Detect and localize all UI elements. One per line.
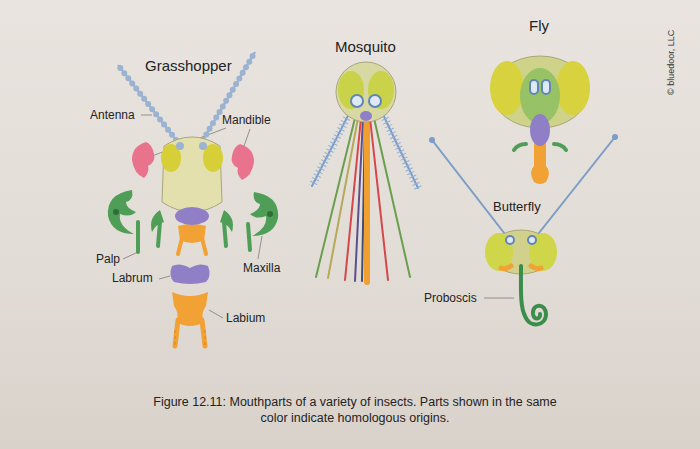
butterfly-head-shape: [529, 233, 557, 271]
fly-mouthparts-shape: [514, 144, 526, 150]
butterfly-antenna-shape: [432, 140, 508, 238]
fly-head-shape: [542, 80, 550, 94]
butterfly-head-shape: [528, 236, 536, 244]
grasshopper-labium-shape: [175, 330, 176, 346]
mosquito-head-shape: [338, 71, 364, 109]
butterfly-head-shape: [506, 236, 514, 244]
part-label: Palp: [96, 252, 120, 266]
mosquito-head-shape: [368, 71, 394, 109]
mosquito-head-shape: [360, 111, 372, 121]
grasshopper-antenna-shape: [118, 65, 176, 140]
grasshopper-maxilla-shape: [267, 211, 273, 217]
fly-mouthparts-shape: [530, 114, 550, 146]
leader-line-shape: [258, 236, 262, 259]
leader-line-shape: [123, 252, 138, 259]
butterfly-antenna-shape: [612, 134, 618, 140]
mosquito-head-shape: [336, 62, 396, 122]
butterfly-head-shape: [531, 266, 541, 269]
grasshopper-head-shape: [175, 207, 209, 225]
grasshopper-maxilla-shape: [108, 190, 136, 234]
grasshopper-labium-shape: [202, 320, 205, 346]
grasshopper-maxilla: [108, 190, 278, 252]
grasshopper-maxilla-shape: [113, 209, 119, 215]
grasshopper-head-shape: [224, 222, 226, 246]
fly-head-shape: [490, 61, 524, 115]
part-label: Maxilla: [243, 261, 280, 275]
mosquito-stylets-shape: [364, 118, 370, 282]
grasshopper-maxilla-shape: [136, 222, 140, 252]
grasshopper-head-shape: [178, 238, 182, 254]
butterfly-antenna: [429, 134, 618, 238]
insect-name: Mosquito: [335, 38, 396, 56]
grasshopper-labium-shape: [175, 320, 178, 346]
mosquito-head: [336, 62, 396, 122]
part-label: Proboscis: [424, 291, 477, 305]
fly-head-shape: [530, 80, 538, 94]
grasshopper-labrum-shape: [170, 264, 209, 284]
grasshopper-head-shape: [158, 222, 160, 246]
leader-line: [123, 115, 514, 318]
mosquito-antenna: [312, 104, 418, 188]
part-label: Labrum: [112, 271, 153, 285]
butterfly-proboscis-shape: [521, 266, 546, 324]
butterfly-head-shape: [501, 266, 511, 269]
grasshopper-head: [151, 137, 233, 254]
grasshopper-maxilla-shape: [248, 224, 250, 250]
figure-caption: Figure 12.11: Mouthparts of a variety of…: [150, 394, 560, 427]
butterfly-head-shape: [485, 233, 513, 271]
insect-name: Butterfly: [493, 199, 541, 215]
mosquito-head-shape: [351, 95, 363, 107]
grasshopper-antenna-shape: [118, 65, 176, 140]
part-label: Mandible: [222, 113, 271, 127]
grasshopper-head-shape: [202, 238, 206, 254]
leader-line-shape: [209, 310, 223, 318]
leader-line-shape: [141, 115, 152, 116]
grasshopper-head-shape: [176, 142, 184, 150]
fly-mouthparts-shape: [531, 142, 549, 184]
butterfly-antenna-shape: [429, 137, 435, 143]
grasshopper-mandible-shape: [132, 142, 154, 178]
grasshopper-labium-shape: [205, 330, 206, 346]
grasshopper-head-shape: [162, 137, 222, 212]
leader-line-shape: [244, 129, 250, 146]
insect-name: Grasshopper: [145, 57, 232, 75]
grasshopper-labrum: [170, 264, 209, 284]
grasshopper-maxilla-shape: [250, 192, 278, 236]
grasshopper-mandible: [132, 142, 254, 180]
part-label: Labium: [226, 311, 265, 325]
grasshopper-labium: [172, 292, 208, 346]
fly-mouthparts: [514, 114, 566, 184]
watermark: © bluedoor, LLC: [667, 29, 678, 94]
insect-name: Fly: [529, 17, 549, 35]
leader-line-shape: [159, 276, 170, 279]
leader-line-shape: [484, 298, 514, 299]
fly-head-shape: [556, 61, 590, 115]
grasshopper-head-shape: [199, 142, 207, 150]
butterfly-proboscis: [521, 266, 546, 324]
butterfly-antenna-shape: [535, 137, 615, 238]
grasshopper-mandible-shape: [232, 144, 254, 180]
fly-mouthparts-shape: [554, 144, 566, 150]
mosquito-head-shape: [369, 95, 381, 107]
part-label: Antenna: [90, 108, 135, 122]
